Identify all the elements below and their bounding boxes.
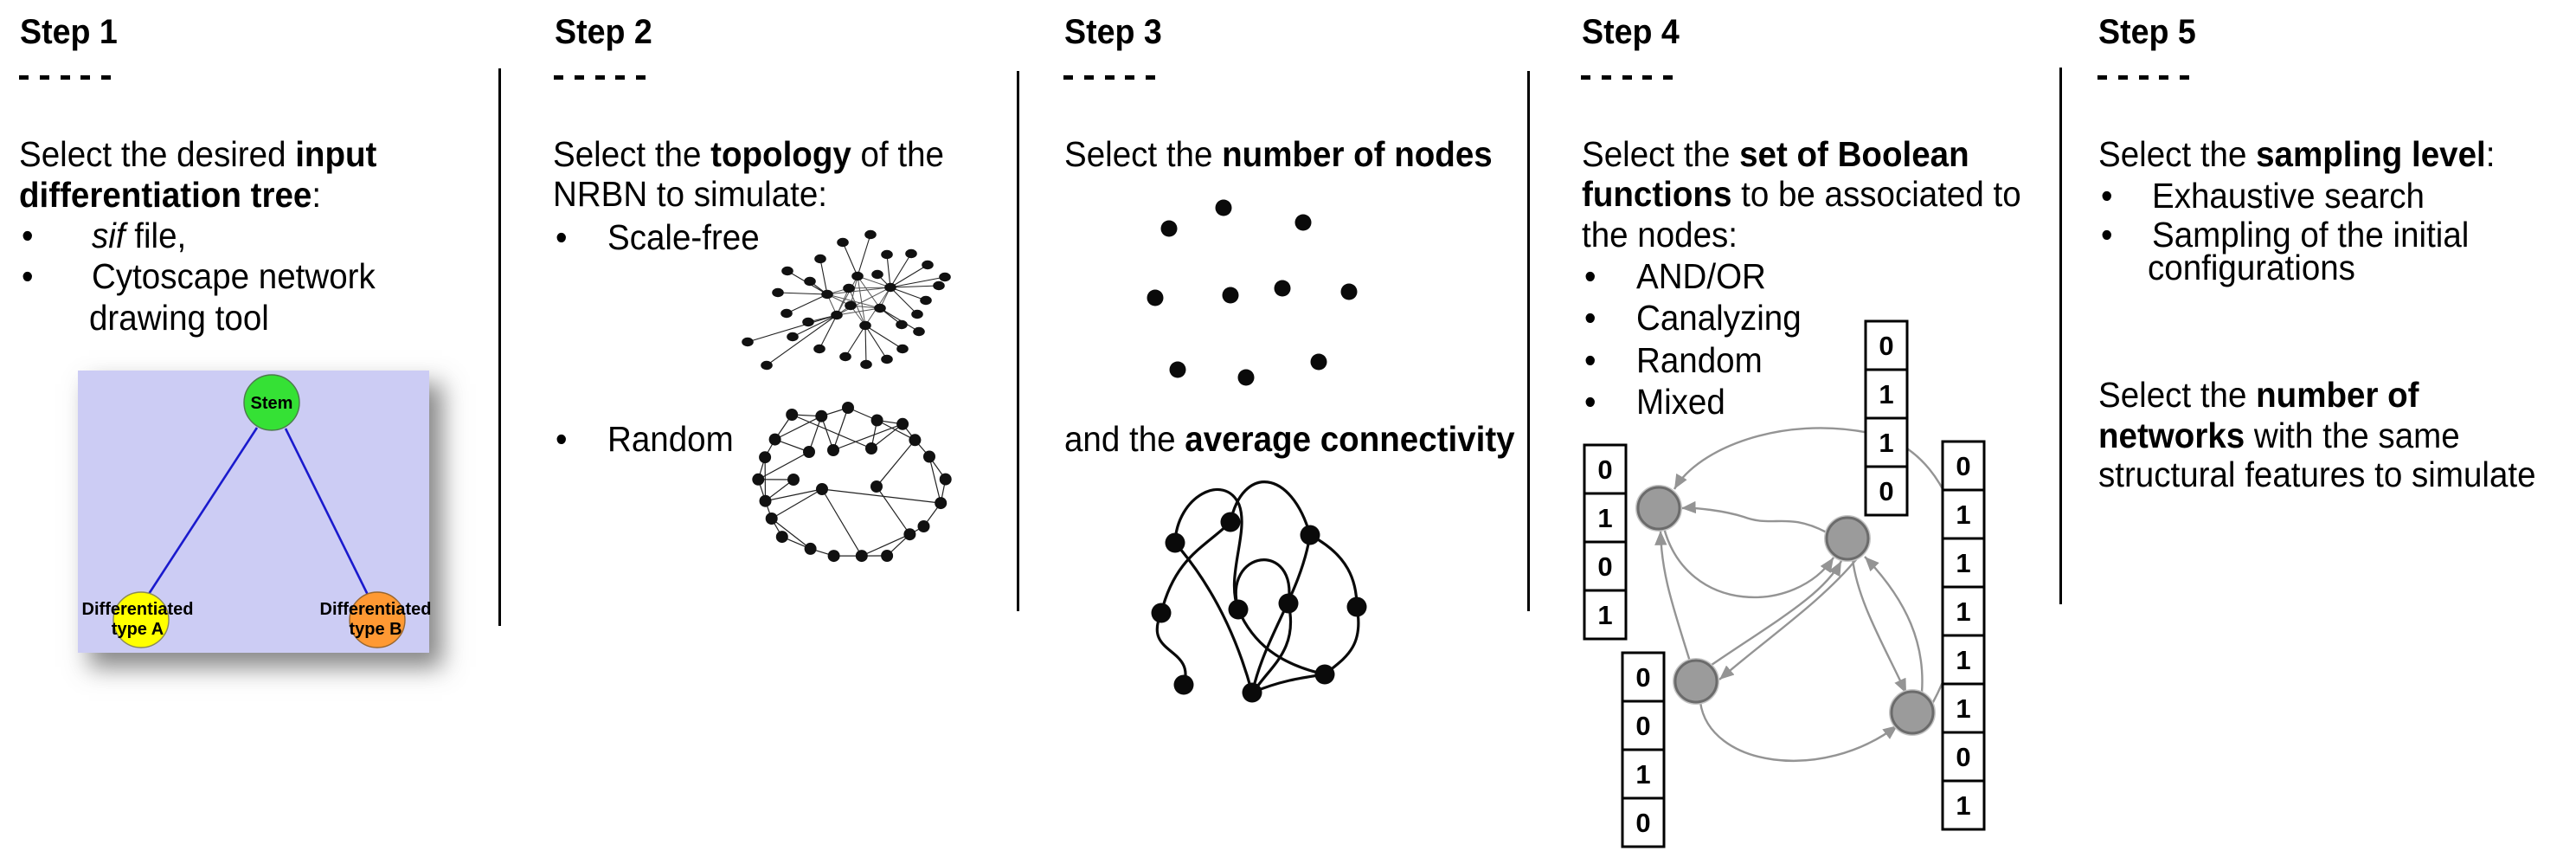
svg-text:type A: type A	[112, 620, 164, 639]
svg-text:0: 0	[1597, 551, 1612, 582]
svg-text:1: 1	[1956, 790, 1970, 821]
svg-text:0: 0	[1635, 711, 1650, 741]
svg-text:0: 0	[1635, 808, 1650, 838]
svg-text:1: 1	[1956, 548, 1970, 578]
svg-text:1: 1	[1956, 596, 1970, 627]
svg-text:0: 0	[1635, 662, 1650, 693]
svg-text:0: 0	[1956, 742, 1970, 772]
svg-text:Differentiated: Differentiated	[320, 600, 432, 619]
svg-text:0: 0	[1879, 476, 1893, 506]
svg-text:1: 1	[1879, 428, 1893, 458]
svg-text:type B: type B	[349, 620, 401, 639]
svg-text:1: 1	[1956, 500, 1970, 530]
svg-text:1: 1	[1597, 600, 1612, 630]
svg-text:Differentiated: Differentiated	[82, 600, 194, 619]
svg-text:1: 1	[1956, 645, 1970, 675]
svg-text:0: 0	[1879, 331, 1893, 361]
svg-text:0: 0	[1956, 451, 1970, 481]
svg-text:Stem: Stem	[251, 394, 293, 413]
svg-text:1: 1	[1635, 759, 1650, 790]
svg-text:1: 1	[1597, 503, 1612, 533]
svg-text:1: 1	[1956, 693, 1970, 724]
svg-text:1: 1	[1879, 379, 1893, 409]
svg-text:0: 0	[1597, 455, 1612, 485]
